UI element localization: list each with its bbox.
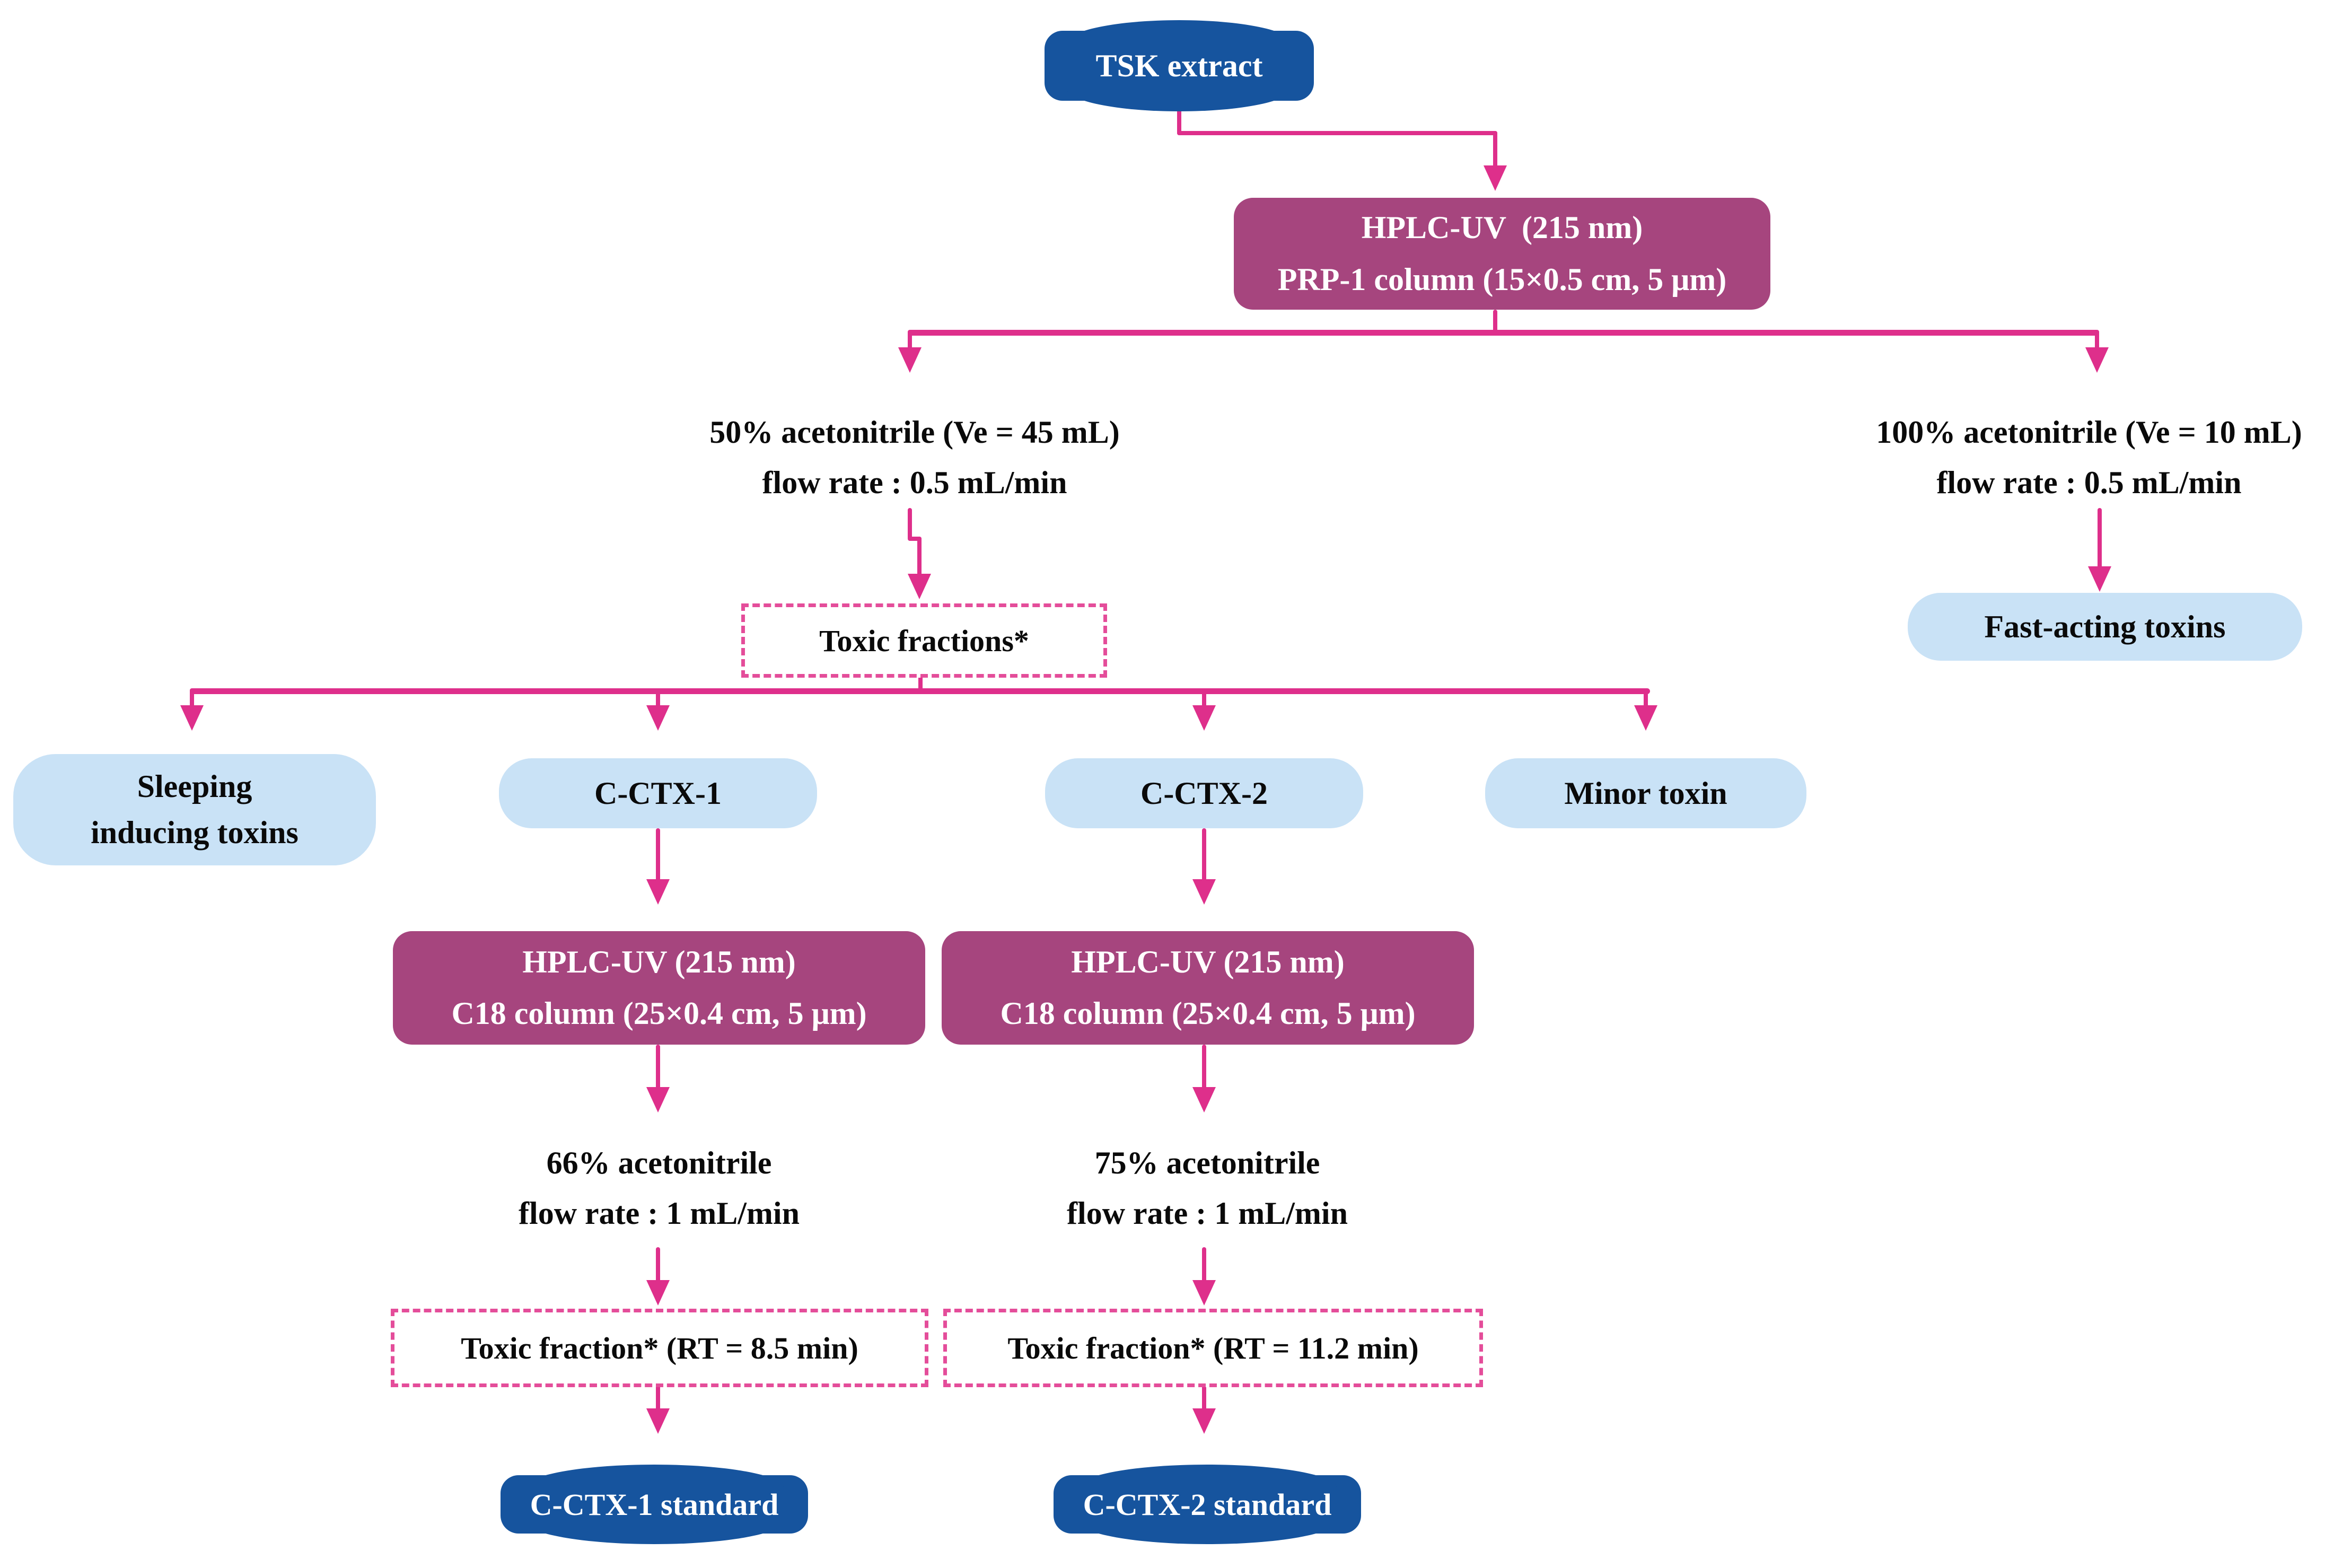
node-toxic-fraction-rt112: Toxic fraction* (RT = 11.2 min) [943, 1309, 1483, 1387]
node-tsk-extract: TSK extract [1045, 20, 1314, 111]
connector-c18-left-down [656, 1045, 660, 1089]
arrowhead-into-minor-toxin [1634, 705, 1657, 731]
text-branch-50: 50% acetonitrile (Ve = 45 mL) flow rate … [673, 407, 1156, 508]
connector-c18-right-down [1202, 1045, 1206, 1089]
node-hplc-c18-right-line1: HPLC-UV (215 nm) [1071, 944, 1345, 979]
node-hplc-c18-left-line1: HPLC-UV (215 nm) [522, 944, 796, 979]
connector-prp-down [1493, 310, 1497, 334]
arrowhead-into-rt85 [646, 1280, 670, 1306]
node-hplc-prp: HPLC-UV (215 nm) PRP-1 column (15×0.5 cm… [1234, 198, 1770, 310]
connector-toxic-down [918, 670, 923, 693]
connector-tsk-right [1177, 131, 1497, 135]
connector-tsk-drop [1493, 131, 1497, 168]
node-sleeping-line2: inducing toxins [91, 815, 299, 850]
connector-66-down [656, 1247, 660, 1282]
node-c-ctx-2-standard: C-CTX-2 standard [1054, 1465, 1361, 1544]
node-c-ctx-1-label: C-CTX-1 [594, 775, 722, 811]
connector-split2-right-drop [2095, 330, 2099, 350]
text-branch-50-line1: 50% acetonitrile (Ve = 45 mL) [709, 415, 1120, 450]
connector-cctx1-down [656, 828, 660, 881]
node-toxic-fraction-rt112-label: Toxic fraction* (RT = 11.2 min) [1007, 1330, 1419, 1365]
connector-rt85-down [656, 1380, 660, 1411]
node-fast-acting-toxins: Fast-acting toxins [1908, 593, 2302, 661]
node-c-ctx-1-standard: C-CTX-1 standard [501, 1465, 808, 1544]
arrowhead-into-cctx1 [646, 705, 670, 731]
connector-100-down [2098, 508, 2102, 570]
arrowhead-into-branch-75 [1192, 1087, 1216, 1113]
node-hplc-prp-line1: HPLC-UV (215 nm) [1361, 210, 1643, 246]
arrowhead-into-cctx2-standard [1192, 1408, 1216, 1434]
node-c-ctx-2-standard-label: C-CTX-2 standard [1083, 1487, 1332, 1522]
connector-split2-horizontal [908, 330, 2099, 336]
connector-split4-drop-4 [1644, 688, 1648, 707]
connector-split4-drop-3 [1202, 688, 1206, 707]
text-branch-75: 75% acetonitrile flow rate : 1 mL/min [969, 1138, 1446, 1239]
arrowhead-into-branch-66 [646, 1087, 670, 1113]
text-branch-75-line1: 75% acetonitrile [1094, 1145, 1320, 1181]
connector-split4-drop-1 [190, 688, 194, 707]
arrowhead-into-cctx2 [1192, 705, 1216, 731]
node-hplc-c18-left: HPLC-UV (215 nm) C18 column (25×0.4 cm, … [393, 931, 925, 1045]
arrowhead-into-cctx1-standard [646, 1408, 670, 1434]
node-c-ctx-2: C-CTX-2 [1045, 758, 1363, 828]
node-sleeping-line1: Sleeping [137, 769, 252, 804]
node-hplc-c18-left-line2: C18 column (25×0.4 cm, 5 μm) [451, 996, 867, 1031]
node-minor-toxin-label: Minor toxin [1564, 775, 1727, 811]
connector-50-down-1 [908, 508, 912, 540]
arrowhead-into-hplc-prp [1484, 165, 1507, 191]
text-branch-66-line2: flow rate : 1 mL/min [519, 1196, 800, 1231]
arrowhead-into-toxic-fractions [908, 574, 931, 599]
connector-75-down [1202, 1247, 1206, 1282]
connector-rt112-down [1202, 1380, 1206, 1411]
connector-tsk-down [1177, 109, 1181, 135]
node-c-ctx-1: C-CTX-1 [499, 758, 817, 828]
connector-50-down-2 [917, 537, 922, 576]
node-toxic-fraction-rt85-label: Toxic fraction* (RT = 8.5 min) [461, 1330, 858, 1365]
text-branch-100: 100% acetonitrile (Ve = 10 mL) flow rate… [1840, 407, 2334, 508]
node-toxic-fractions-label: Toxic fractions* [819, 623, 1029, 658]
node-c-ctx-1-standard-label: C-CTX-1 standard [530, 1487, 779, 1522]
node-tsk-extract-label: TSK extract [1095, 48, 1263, 83]
text-branch-50-line2: flow rate : 0.5 mL/min [762, 465, 1067, 500]
connector-50-jog [908, 537, 922, 541]
arrowhead-into-sleeping [180, 705, 204, 731]
node-fast-acting-toxins-label: Fast-acting toxins [1984, 609, 2226, 644]
arrowhead-branch-100 [2085, 347, 2109, 373]
node-hplc-c18-right-line2: C18 column (25×0.4 cm, 5 μm) [1000, 996, 1416, 1031]
text-branch-75-line2: flow rate : 1 mL/min [1067, 1196, 1348, 1231]
connector-split2-left-drop [908, 330, 912, 350]
connector-split4-horizontal [190, 688, 1650, 694]
arrowhead-branch-50 [898, 347, 922, 373]
text-branch-100-line2: flow rate : 0.5 mL/min [1936, 465, 2242, 500]
arrowhead-into-c18-left [646, 879, 670, 905]
node-sleeping-inducing-toxins: Sleeping inducing toxins [13, 754, 376, 865]
node-c-ctx-2-label: C-CTX-2 [1140, 775, 1268, 811]
text-branch-66-line1: 66% acetonitrile [546, 1145, 772, 1181]
node-minor-toxin: Minor toxin [1485, 758, 1806, 828]
node-toxic-fraction-rt85: Toxic fraction* (RT = 8.5 min) [391, 1309, 928, 1387]
node-toxic-fractions: Toxic fractions* [741, 603, 1107, 678]
text-branch-66: 66% acetonitrile flow rate : 1 mL/min [420, 1138, 898, 1239]
connector-cctx2-down [1202, 828, 1206, 881]
arrowhead-into-c18-right [1192, 879, 1216, 905]
node-hplc-c18-right: HPLC-UV (215 nm) C18 column (25×0.4 cm, … [942, 931, 1474, 1045]
arrowhead-into-fast-acting [2088, 566, 2111, 592]
connector-split4-drop-2 [656, 688, 660, 707]
node-hplc-prp-line2: PRP-1 column (15×0.5 cm, 5 μm) [1277, 261, 1727, 297]
arrowhead-into-rt112 [1192, 1280, 1216, 1306]
text-branch-100-line1: 100% acetonitrile (Ve = 10 mL) [1876, 415, 2302, 450]
